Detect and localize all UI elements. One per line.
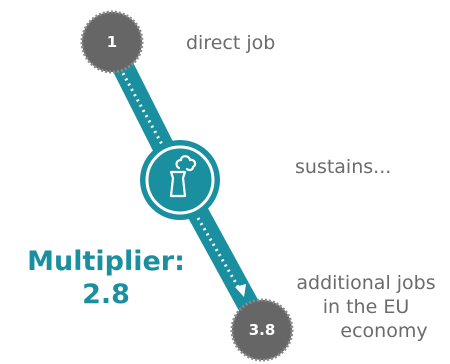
end-node-value: 3.8: [248, 321, 276, 339]
start-node: [80, 10, 144, 74]
direct-job-label: direct job: [186, 32, 276, 54]
factory-icon: [169, 155, 197, 198]
arrowhead-lower-icon: [235, 284, 246, 297]
multiplier-value: 2.8: [82, 279, 130, 310]
additional-line-1: additional jobs: [296, 272, 436, 294]
additional-line-3: economy: [340, 320, 428, 342]
dotted-arrow-lower: [196, 217, 242, 291]
multiplier-title: Multiplier:: [27, 246, 185, 277]
center-node: [140, 140, 220, 220]
end-node: [230, 298, 294, 362]
additional-jobs-label: additional jobs in the EU economy: [282, 271, 450, 343]
additional-line-2: in the EU: [322, 296, 410, 318]
sustains-label: sustains...: [295, 156, 392, 178]
start-node-value: 1: [106, 33, 118, 51]
multiplier-label: Multiplier: 2.8: [6, 245, 206, 311]
